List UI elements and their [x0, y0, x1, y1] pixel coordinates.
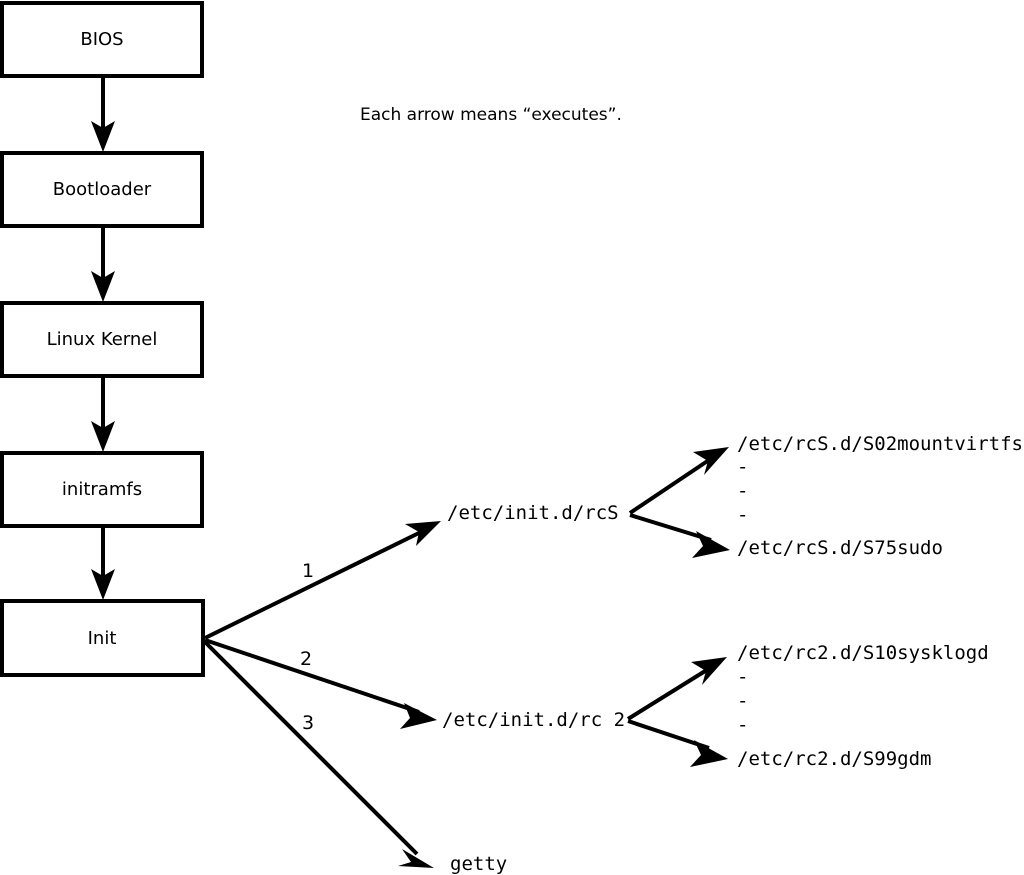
- rcs-ellipsis-dash-1: -: [737, 456, 748, 478]
- arrow-shaft: [626, 666, 712, 721]
- legend-note: Each arrow means “executes”.: [360, 105, 622, 125]
- node-bios[interactable]: BIOS: [0, 1, 204, 78]
- arrow-head: [693, 447, 729, 475]
- arrow-bootloader-to-kernel: [91, 226, 115, 302]
- rcs-last-script-label: /etc/rcS.d/S75sudo: [737, 537, 943, 559]
- rc2-last-script-label: /etc/rc2.d/S99gdm: [737, 748, 931, 770]
- arrow-shaft: [204, 528, 426, 640]
- arrow-head: [690, 740, 728, 767]
- rc2-ellipsis-dash-3: -: [737, 714, 748, 736]
- rc2-first-script-label: /etc/rc2.d/S10sysklogd: [737, 642, 989, 664]
- bootloader-box[interactable]: [0, 151, 204, 228]
- node-init[interactable]: Init: [0, 599, 205, 677]
- arrow-head: [398, 849, 434, 868]
- arrow-bios-to-bootloader: [91, 76, 115, 152]
- arrow-shaft: [627, 719, 710, 750]
- rc2-ellipsis-dash-2: -: [737, 690, 748, 712]
- arrow-head: [91, 421, 115, 452]
- linux-kernel-box[interactable]: [0, 301, 204, 378]
- node-linux-kernel[interactable]: Linux Kernel: [0, 301, 204, 378]
- fork-rc2-to-first-script: [626, 657, 727, 721]
- arrow-shaft: [629, 513, 712, 542]
- arrow-shaft: [204, 638, 420, 714]
- rcs-first-script-label: /etc/rcS.d/S02mountvirtfs: [737, 433, 1023, 455]
- bios-box[interactable]: [0, 1, 204, 78]
- arrow-shaft: [628, 456, 714, 515]
- node-initramfs[interactable]: initramfs: [0, 451, 204, 528]
- bootloader-label: Bootloader: [53, 179, 152, 200]
- node-bootloader[interactable]: Bootloader: [0, 151, 204, 228]
- bios-label: BIOS: [80, 29, 123, 50]
- branch-number-2: 2: [300, 648, 312, 670]
- rcs-ellipsis-dash-3: -: [737, 504, 748, 526]
- target-label-getty: getty: [450, 853, 507, 875]
- rcs-ellipsis-dash-2: -: [737, 480, 748, 502]
- target-label-rc2: /etc/init.d/rc 2: [442, 709, 625, 731]
- arrow-init-to-rc2: [204, 638, 437, 729]
- arrow-shaft: [203, 640, 419, 856]
- fork-rcS-to-last-script: [629, 513, 730, 558]
- target-label-rcS: /etc/init.d/rcS: [447, 502, 619, 524]
- arrow-head: [400, 703, 437, 729]
- init-box[interactable]: [0, 599, 205, 677]
- arrow-head: [91, 569, 115, 600]
- linux-kernel-label: Linux Kernel: [47, 329, 158, 350]
- arrow-kernel-to-initramfs: [91, 376, 115, 452]
- arrow-head: [91, 271, 115, 302]
- branch-number-1: 1: [302, 560, 314, 582]
- init-label: Init: [88, 628, 117, 649]
- arrow-head: [91, 121, 115, 152]
- initramfs-label: initramfs: [62, 479, 142, 500]
- fork-rcS-to-first-script: [628, 447, 729, 515]
- fork-rc2-to-last-script: [627, 719, 728, 767]
- arrow-head: [692, 531, 730, 558]
- arrow-init-to-rcS: [204, 521, 441, 640]
- rc2-ellipsis-dash-1: -: [737, 666, 748, 688]
- arrow-head: [405, 521, 441, 546]
- arrow-head: [691, 657, 727, 685]
- branch-number-3: 3: [302, 712, 314, 734]
- arrow-initramfs-to-init: [91, 526, 115, 600]
- arrow-init-to-getty: [203, 640, 434, 868]
